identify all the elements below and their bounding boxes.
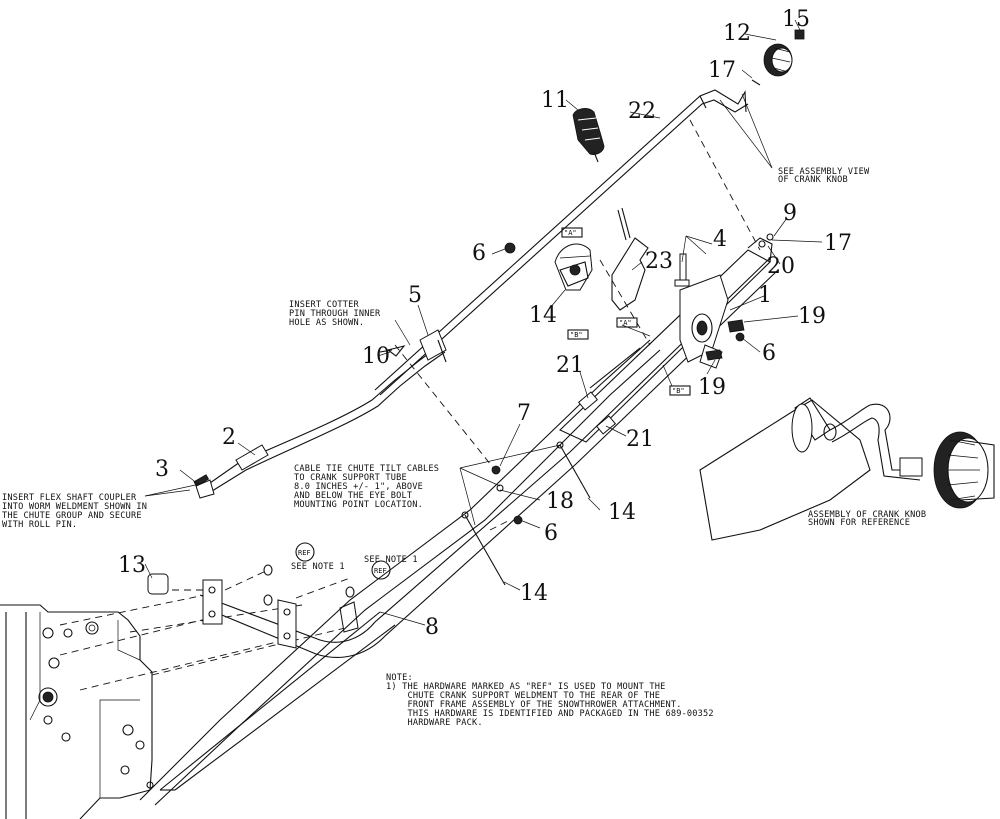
svg-text:THIS HARDWARE IS IDENTIFIED AN: THIS HARDWARE IS IDENTIFIED AND PACKAGED… <box>386 709 714 719</box>
callout-10: 3 <box>155 457 169 482</box>
svg-text:SEE NOTE 1: SEE NOTE 1 <box>291 562 345 572</box>
lever-bracket <box>611 207 649 311</box>
svg-text:CABLE TIE CHUTE TILT CABLES: CABLE TIE CHUTE TILT CABLES <box>294 464 439 474</box>
ref-tag-2: REF <box>374 567 387 575</box>
callout-21-bottom: 21 <box>626 427 654 452</box>
svg-text:MOUNTING POINT LOCATION.: MOUNTING POINT LOCATION. <box>294 500 423 510</box>
callout-22: 22 <box>628 99 656 124</box>
svg-text:NOTE:: NOTE: <box>386 673 413 683</box>
svg-text:8.0 INCHES +/- 1", ABOVE: 8.0 INCHES +/- 1", ABOVE <box>294 482 423 492</box>
callout-13: 13 <box>118 553 146 578</box>
svg-text:SHOWN FOR REFERENCE: SHOWN FOR REFERENCE <box>808 518 910 528</box>
svg-text:THE CHUTE GROUP AND SECURE: THE CHUTE GROUP AND SECURE <box>2 511 142 521</box>
svg-text:SEE NOTE 1: SEE NOTE 1 <box>364 555 418 565</box>
tag-a-upper: "A" <box>564 229 577 237</box>
svg-text:INSERT COTTER: INSERT COTTER <box>289 300 359 310</box>
tag-b-right: "B" <box>672 387 685 395</box>
note-crank-view: SEE ASSEMBLY VIEW OF CRANK KNOB <box>778 167 870 185</box>
callout-18: 18 <box>546 489 574 514</box>
callout-14-top: 14 <box>608 500 636 525</box>
reference-tags: "A" "B" "A" "B" REF REF <box>295 227 691 580</box>
callout-4: 4 <box>713 227 727 252</box>
eye-bolts <box>461 441 591 586</box>
note-cotter-pin: INSERT COTTER PIN THROUGH INNER HOLE AS … <box>289 300 381 328</box>
callout-19-bottom: 19 <box>698 375 726 400</box>
svg-text:FRONT FRAME ASSEMBLY OF THE SN: FRONT FRAME ASSEMBLY OF THE SNOWTHROWER … <box>386 700 682 710</box>
cotter-pin <box>379 345 406 357</box>
callout-17-top: 17 <box>708 58 736 83</box>
svg-text:HOLE AS SHOWN.: HOLE AS SHOWN. <box>289 318 364 328</box>
callout-23: 23 <box>645 249 673 274</box>
note-main: NOTE: 1) THE HARDWARE MARKED AS "REF" IS… <box>386 673 714 728</box>
callout-6-top: 6 <box>472 241 486 266</box>
svg-text:AND BELOW THE EYE BOLT: AND BELOW THE EYE BOLT <box>294 491 412 501</box>
svg-text:TO CRANK SUPPORT TUBE: TO CRANK SUPPORT TUBE <box>294 473 407 483</box>
svg-text:OF CRANK KNOB: OF CRANK KNOB <box>778 175 848 185</box>
callout-19-right: 19 <box>798 304 826 329</box>
tag-a-right: "A" <box>619 319 632 327</box>
callout-6-mid: 6 <box>762 341 776 366</box>
flex-shaft <box>195 329 447 499</box>
note-flex-shaft: INSERT FLEX SHAFT COUPLER INTO WORM WELD… <box>2 493 147 530</box>
chute-crank-rod <box>374 89 749 396</box>
svg-text:PIN THROUGH INNER: PIN THROUGH INNER <box>289 309 381 319</box>
callout-21-top: 21 <box>556 353 584 378</box>
crank-support-weldment <box>159 257 779 791</box>
front-frame-assembly <box>0 604 154 819</box>
callout-9: 9 <box>783 201 797 226</box>
hardware-nuts <box>147 233 774 606</box>
note-cable-tie: CABLE TIE CHUTE TILT CABLES TO CRANK SUP… <box>294 464 439 510</box>
callout-12: 12 <box>723 21 751 46</box>
alignment-lines <box>59 119 761 691</box>
svg-text:HARDWARE PACK.: HARDWARE PACK. <box>386 718 483 728</box>
callout-15: 15 <box>782 7 810 32</box>
note-see-note: SEE NOTE 1 SEE NOTE 1 <box>291 555 418 572</box>
crank-knob-detail-view <box>699 397 995 541</box>
index-plate <box>554 243 593 291</box>
svg-text:ASSEMBLY OF CRANK KNOB: ASSEMBLY OF CRANK KNOB <box>808 510 926 520</box>
svg-text:CHUTE CRANK SUPPORT WELDMENT T: CHUTE CRANK SUPPORT WELDMENT TO THE REAR… <box>386 691 660 701</box>
leader-lines <box>144 19 823 626</box>
note-assembly-reference: ASSEMBLY OF CRANK KNOB SHOWN FOR REFEREN… <box>808 510 926 528</box>
callout-numbers: 15 12 17 11 22 9 17 20 4 23 6 1 19 14 5 … <box>118 7 852 640</box>
callout-5: 5 <box>408 283 422 308</box>
chute-tilt-cables <box>139 339 661 806</box>
chute-crank-bracket <box>559 237 773 443</box>
crank-handle <box>572 108 605 163</box>
svg-text:INTO WORM WELDMENT SHOWN IN: INTO WORM WELDMENT SHOWN IN <box>2 502 147 512</box>
callout-7: 7 <box>517 401 531 426</box>
callout-1: 1 <box>758 283 772 308</box>
crank-knob <box>751 29 805 86</box>
callout-3: 8 <box>425 615 439 640</box>
callout-20: 20 <box>767 254 795 279</box>
svg-text:1) THE HARDWARE MARKED AS "REF: 1) THE HARDWARE MARKED AS "REF" IS USED … <box>386 682 665 692</box>
callout-6-bottom: 6 <box>544 521 558 546</box>
callout-14-bottom: 14 <box>520 581 548 606</box>
svg-text:SEE ASSEMBLY VIEW: SEE ASSEMBLY VIEW <box>778 167 870 177</box>
svg-text:WITH ROLL PIN.: WITH ROLL PIN. <box>2 520 77 530</box>
tag-b-left: "B" <box>570 331 583 339</box>
callout-8: 10 <box>362 344 390 369</box>
callout-16: 14 <box>529 303 557 328</box>
callout-11: 11 <box>541 88 569 113</box>
svg-text:INSERT FLEX SHAFT COUPLER: INSERT FLEX SHAFT COUPLER <box>2 493 137 503</box>
callout-17-right: 17 <box>824 231 852 256</box>
ref-tag-1: REF <box>298 549 311 557</box>
callout-2: 2 <box>222 425 236 450</box>
